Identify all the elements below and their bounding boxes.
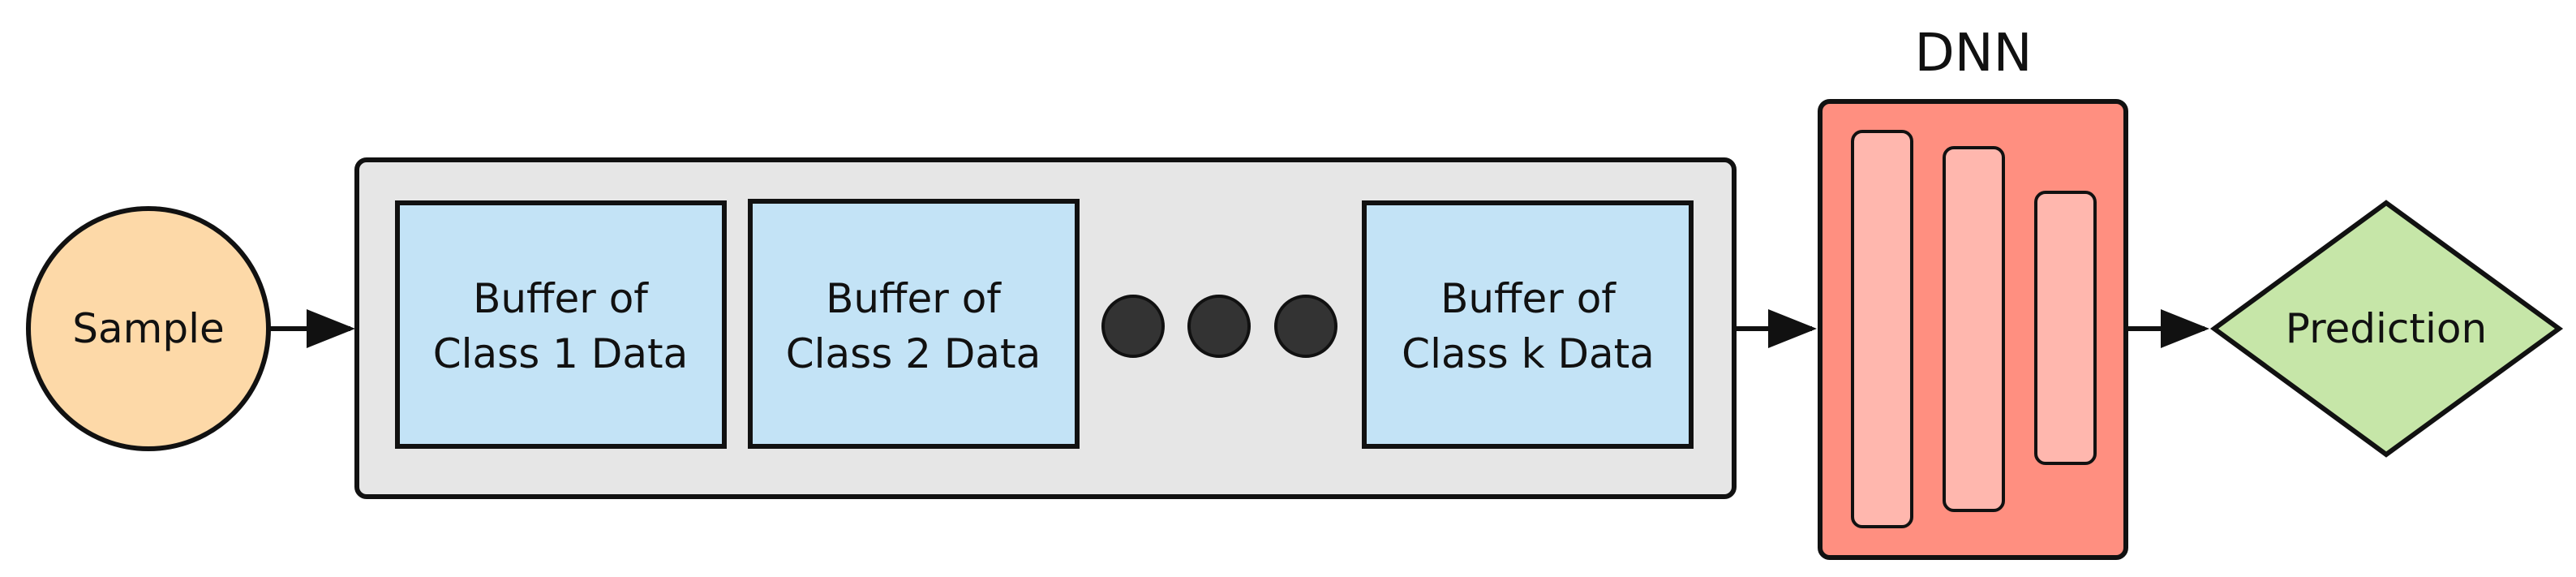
dnn-title: DNN — [1914, 24, 2032, 84]
buffer-class-2-line2: Class 2 Data — [786, 330, 1041, 377]
buffer-class-2-box — [748, 199, 1080, 449]
buffer-class-1-box — [395, 200, 727, 449]
prediction-diamond — [2209, 200, 2564, 458]
dnn-node: DNN — [1818, 24, 2128, 560]
sample-label: Sample — [72, 305, 224, 352]
sample-node: Sample — [26, 206, 271, 451]
ellipsis-dot — [1101, 295, 1165, 358]
sample-circle — [26, 206, 271, 451]
buffer-class-1: Buffer of Class 1 Data — [395, 200, 727, 449]
buffer-class-2-line1: Buffer of — [826, 275, 1002, 322]
ellipsis-dot — [1187, 295, 1251, 358]
dnn-layer — [2034, 191, 2097, 465]
buffer-class-k: Buffer of Class k Data — [1362, 200, 1694, 449]
prediction-node: Prediction — [2209, 200, 2564, 458]
prediction-label: Prediction — [2286, 305, 2487, 352]
ellipsis-dots — [1101, 295, 1337, 358]
buffer-class-1-line1: Buffer of — [473, 275, 649, 322]
buffer-class-k-box — [1362, 200, 1694, 449]
ellipsis-dot — [1274, 295, 1337, 358]
buffer-class-2: Buffer of Class 2 Data — [748, 199, 1080, 449]
buffer-container: Buffer of Class 1 Data Buffer of Class 2… — [354, 157, 1737, 499]
dnn-layer — [1851, 130, 1913, 528]
buffer-class-k-line2: Class k Data — [1402, 330, 1655, 377]
buffer-class-1-line2: Class 1 Data — [433, 330, 689, 377]
dnn-layer — [1943, 146, 2005, 512]
buffer-class-k-line1: Buffer of — [1440, 275, 1616, 322]
